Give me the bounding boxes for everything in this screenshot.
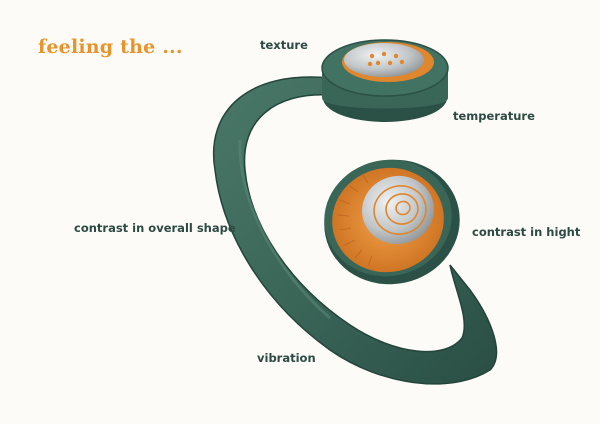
top-module — [321, 39, 449, 122]
label-texture: texture — [260, 38, 308, 52]
band — [212, 76, 498, 385]
texture-dots — [367, 51, 405, 67]
headline: feeling the ... — [38, 36, 183, 58]
label-contrast-shape: contrast in overall shape — [74, 221, 236, 235]
label-temperature: temperature — [453, 109, 535, 123]
metal-plate — [344, 43, 424, 77]
front-module — [324, 159, 460, 285]
concentric-rings — [373, 185, 427, 235]
ridges — [337, 174, 373, 267]
label-contrast-height: contrast in hight — [472, 225, 581, 239]
label-vibration: vibration — [257, 351, 316, 365]
